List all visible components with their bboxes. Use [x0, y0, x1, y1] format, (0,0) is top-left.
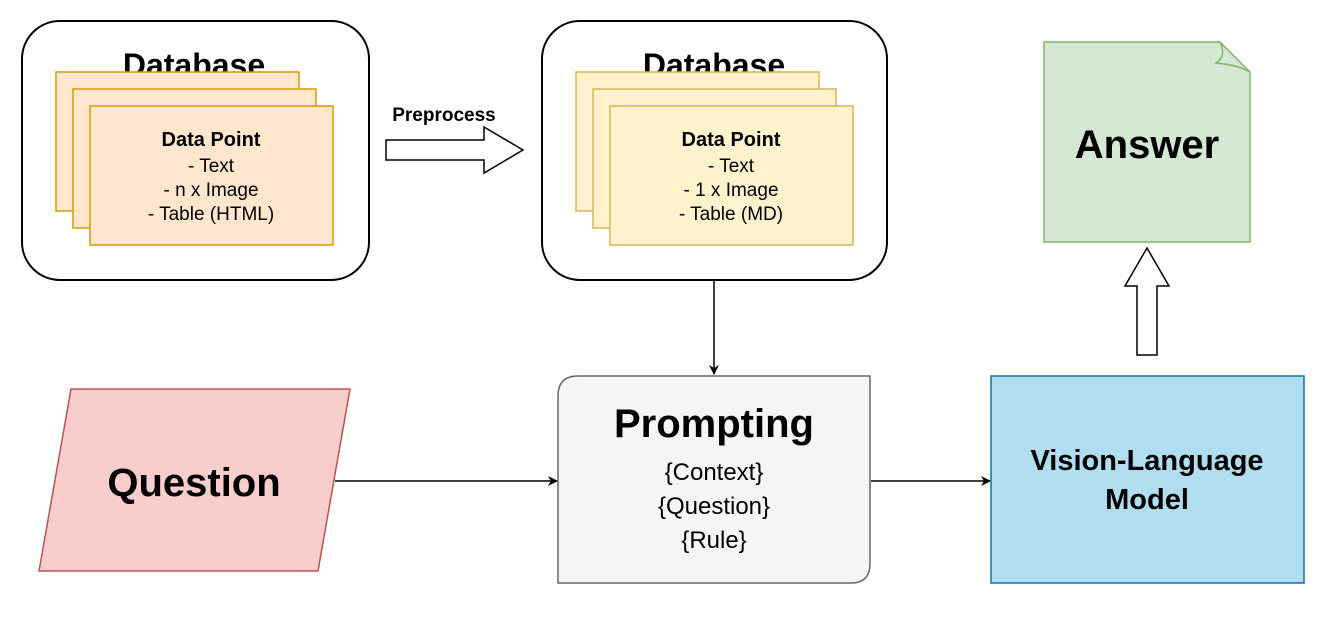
- processed-card-line: - 1 x Image: [683, 180, 778, 201]
- vlm-label-line: Model: [1105, 484, 1189, 516]
- question-label: Question: [107, 461, 280, 505]
- raw-card-title: Data Point: [162, 129, 261, 151]
- preprocess-label: Preprocess: [392, 105, 496, 126]
- raw-card-line: - n x Image: [163, 180, 258, 201]
- prompting-title: Prompting: [614, 402, 814, 446]
- vlm-label-line: Vision-Language: [1030, 445, 1263, 477]
- preprocess-arrow: Preprocess: [385, 105, 525, 175]
- vlm-to-answer-arrow: [1123, 246, 1171, 356]
- answer-note-shape: [1043, 41, 1251, 243]
- raw-card-line: - Text: [188, 156, 235, 177]
- raw-database: Database Data Point - Text - n x Image -…: [21, 20, 370, 281]
- processed-card-line: - Table (MD): [679, 204, 783, 225]
- preprocess-block-arrow: [385, 125, 525, 175]
- processed-database: Database Data Point - Text - 1 x Image -…: [541, 20, 888, 281]
- raw-card-line: - Table (HTML): [148, 204, 274, 225]
- answer-note: Answer: [1043, 41, 1251, 243]
- answer-note-fold: [1213, 41, 1251, 73]
- vlm-shape: [990, 375, 1305, 584]
- question-shape: [38, 388, 351, 572]
- processed-card-title: Data Point: [682, 129, 781, 151]
- prompting-shape: [557, 375, 871, 584]
- vlm-node: Vision-Language Model: [990, 375, 1305, 584]
- prompting-line: {Rule}: [681, 527, 746, 554]
- prompting-node: Prompting {Context} {Question} {Rule}: [557, 375, 871, 584]
- raw-card-front: [89, 105, 334, 246]
- processed-card-line: - Text: [708, 156, 755, 177]
- prompting-line: {Question}: [658, 493, 770, 520]
- question-node: Question: [38, 388, 351, 572]
- prompting-line: {Context}: [665, 459, 764, 486]
- processed-card-front: [609, 105, 854, 246]
- answer-label: Answer: [1075, 123, 1220, 167]
